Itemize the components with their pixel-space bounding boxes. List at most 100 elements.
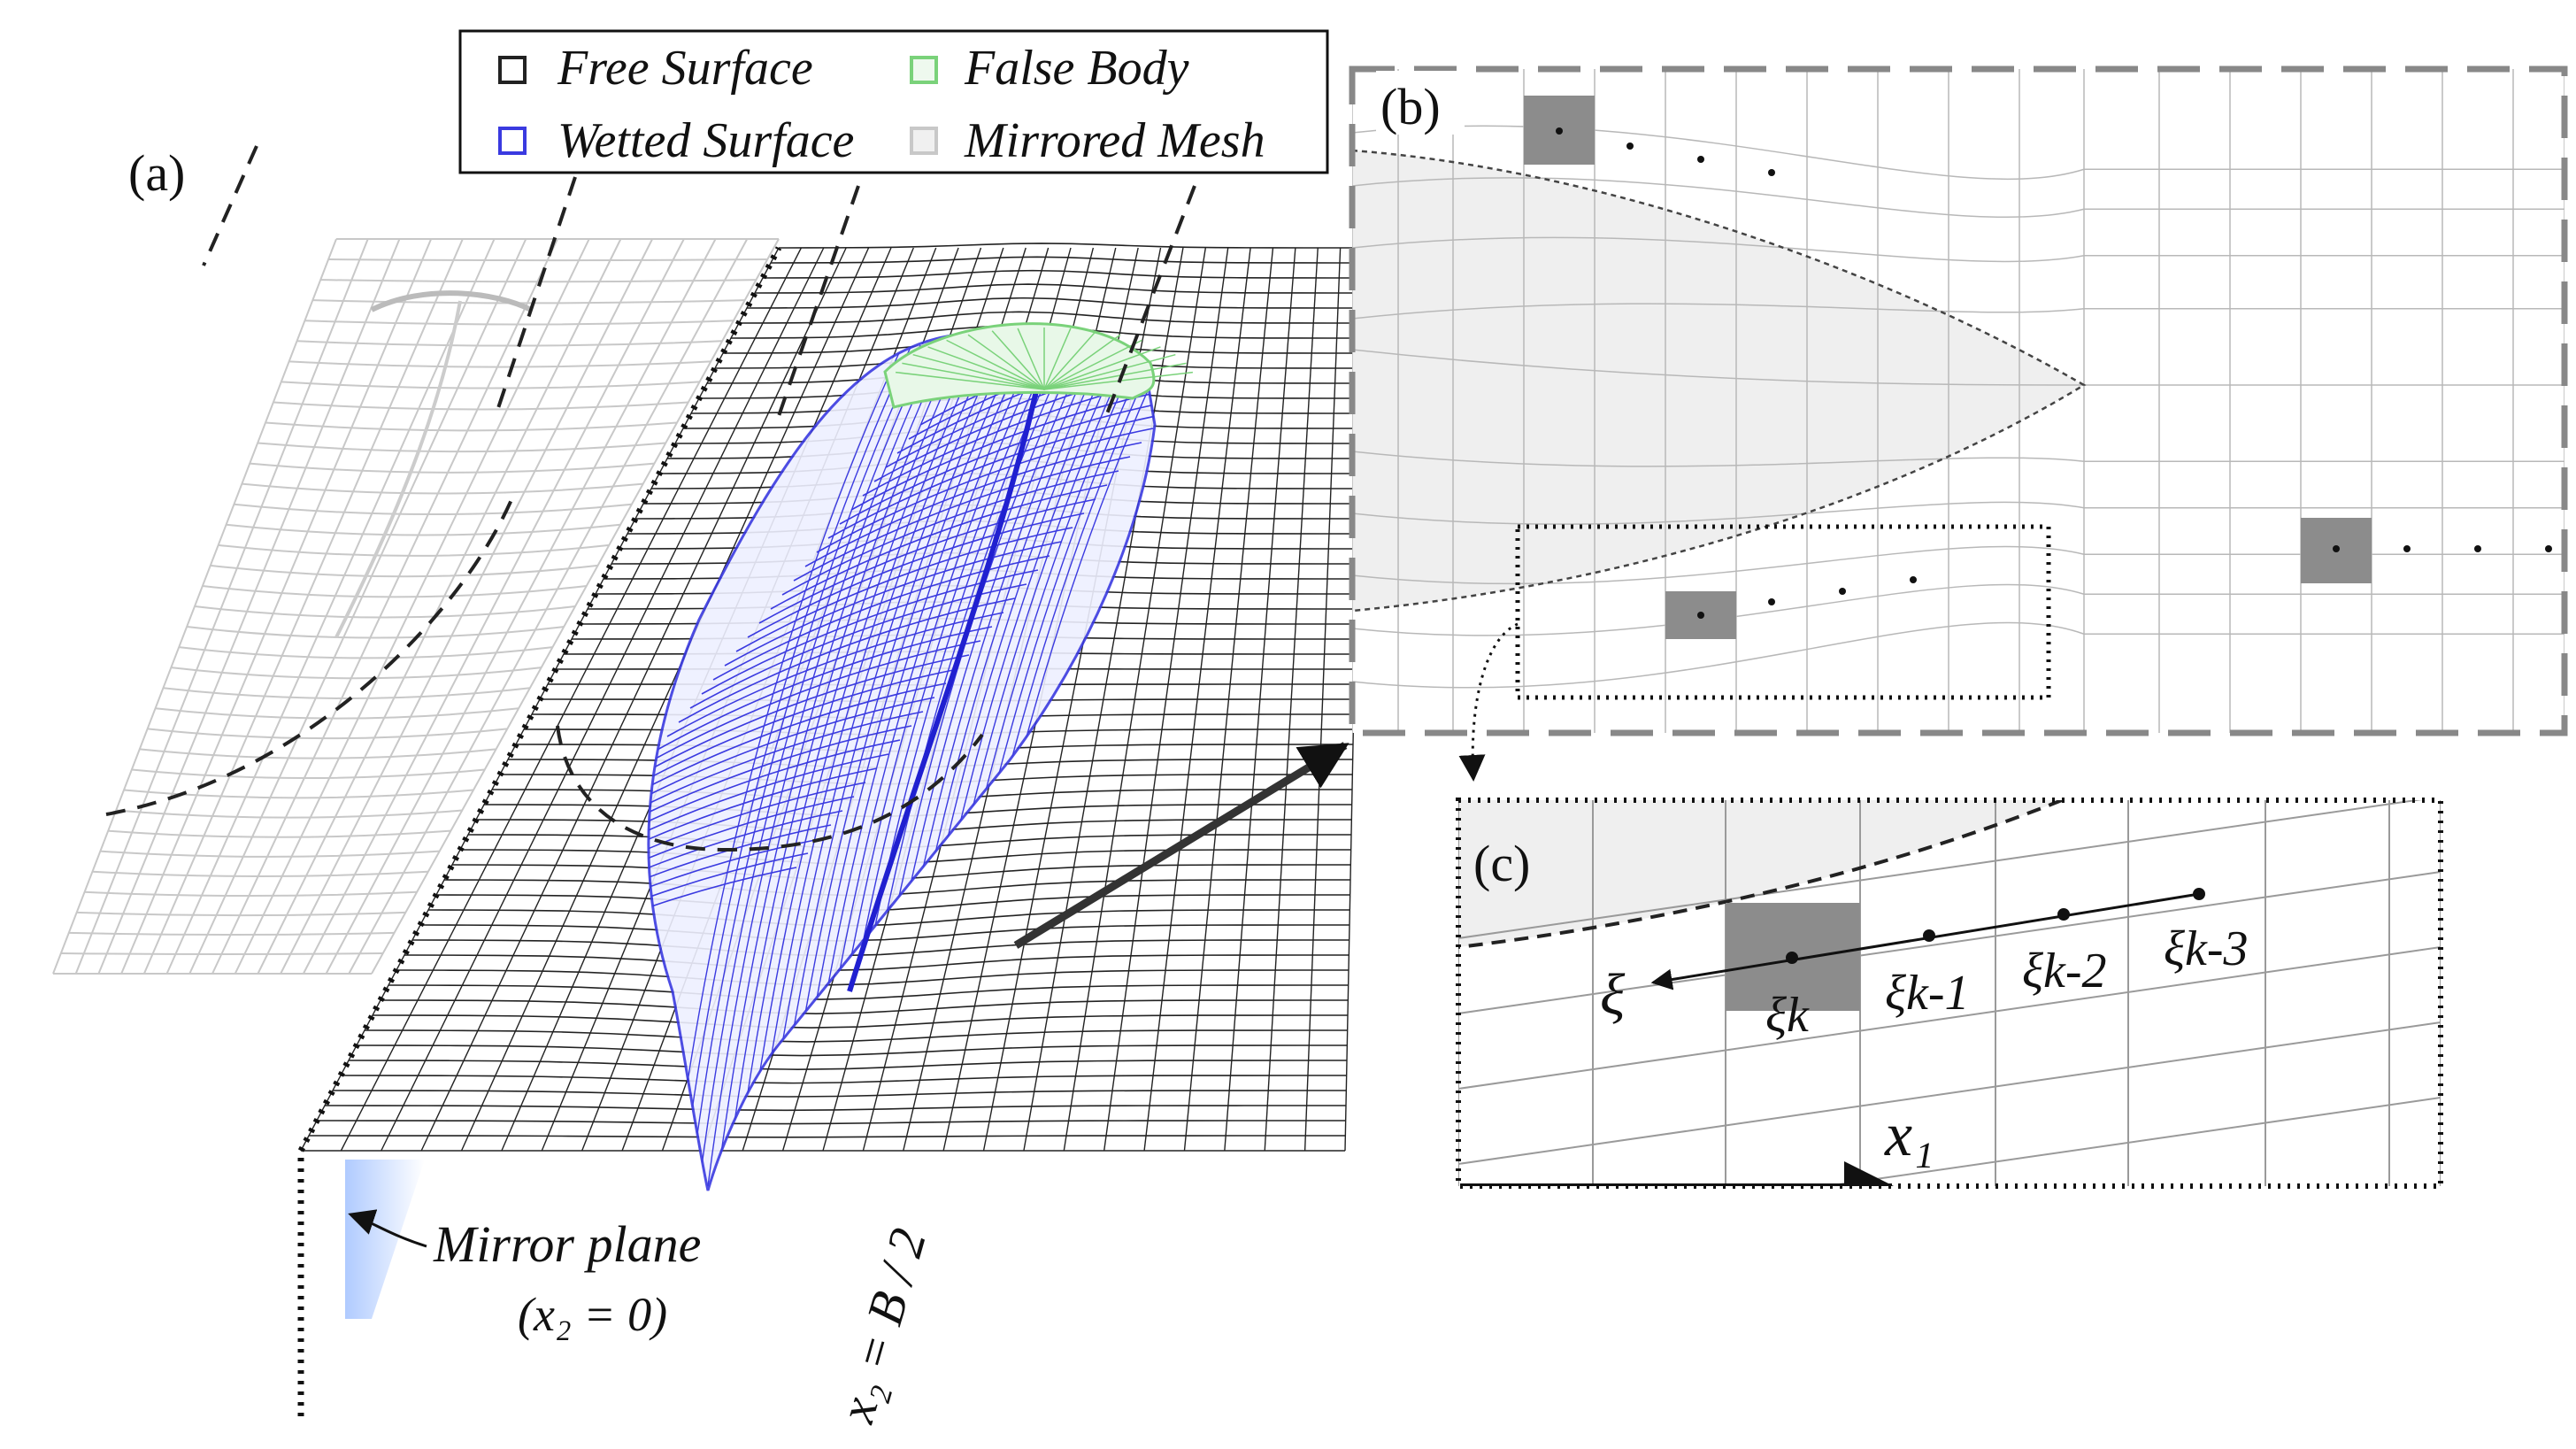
legend-item-false-body: False Body <box>910 41 1189 96</box>
mirrored-mesh-line <box>188 238 527 975</box>
free-surface-line <box>754 283 1363 294</box>
legend-swatch-mirrored-mesh <box>910 127 938 155</box>
mirrored-mesh-line <box>123 789 474 799</box>
panel-c-label: (c) <box>1473 835 1530 892</box>
grid-line-b <box>1352 451 2564 467</box>
mirrored-mesh-line <box>234 238 590 975</box>
mirrored-mesh-line <box>120 238 433 975</box>
grid-line-b <box>1352 349 2564 386</box>
wetted-surface-line <box>698 344 930 1187</box>
mirrored-mesh-line <box>312 299 745 304</box>
wetted-surface-line <box>827 413 1155 539</box>
wetted-surface-line <box>648 753 889 879</box>
mirrored-mesh-line <box>211 238 558 975</box>
mirrored-mesh-line <box>52 238 337 975</box>
wetted-surface-line <box>648 824 832 950</box>
false-body-line <box>896 371 1045 390</box>
mirrored-mesh-line <box>76 911 406 917</box>
mirror-plane-line <box>297 246 782 1416</box>
mirrored-mesh-line <box>100 850 440 858</box>
wetted-surface-line <box>747 513 1085 638</box>
mirrored-mesh-line <box>84 890 418 898</box>
free-surface-line <box>388 984 1349 1000</box>
wetted-surface-line <box>672 344 904 1187</box>
false-body-line <box>927 346 1045 390</box>
legend-item-mirrored-mesh: Mirrored Mesh <box>910 113 1265 168</box>
free-surface-line <box>332 1090 1347 1098</box>
panel-c-frame <box>1456 798 2443 1189</box>
wetted-surface-line <box>655 626 993 751</box>
free-surface-line <box>460 247 870 1152</box>
zoom-box-c <box>1515 524 2051 700</box>
legend-item-free-surface: Free Surface <box>498 41 813 96</box>
keel-line <box>847 353 1047 992</box>
false-body-line <box>967 334 1045 390</box>
mirrored-mesh-line <box>304 320 734 326</box>
panel-b-label-bg <box>1376 71 1465 135</box>
wetted-surface-line <box>648 838 820 964</box>
legend-box <box>458 29 1329 174</box>
false-body-line <box>912 353 1045 390</box>
grid-line-b <box>1352 236 2564 263</box>
wetted-surface-line <box>648 782 866 907</box>
wetted-surface-line <box>681 344 912 1187</box>
free-surface-line <box>427 909 1350 927</box>
free-surface-line <box>738 311 1362 324</box>
legend: Free Surface False Body Wetted Surface M… <box>458 29 1329 174</box>
wetted-surface-line <box>666 612 1004 737</box>
wetted-surface-line <box>648 725 912 851</box>
wetted-surface-line <box>742 344 974 1187</box>
wetted-surface-line <box>751 344 983 1187</box>
grid-line-b <box>1352 125 2564 181</box>
false-body-line <box>1043 339 1142 390</box>
legend-label-free-surface: Free Surface <box>557 41 813 96</box>
mirrored-mesh-line <box>139 748 496 759</box>
free-surface-line <box>435 894 1350 912</box>
grid-line-b <box>1352 583 2564 636</box>
wetted-surface-line <box>712 555 1050 681</box>
mirrored-mesh-line <box>258 442 666 453</box>
mirrored-mesh-line <box>165 238 496 975</box>
false-body-line <box>902 362 1045 390</box>
free-surface-line <box>778 243 1364 249</box>
free-surface-line <box>1303 247 1342 1152</box>
false-body-line <box>946 339 1045 390</box>
free-surface-line <box>411 939 1350 957</box>
grid-line-c <box>1820 1097 2441 1186</box>
free-surface-line <box>364 1029 1348 1043</box>
mirrored-mesh-line <box>296 340 723 347</box>
legend-label-mirrored-mesh: Mirrored Mesh <box>964 113 1265 168</box>
mirrored-mesh-line <box>348 238 749 975</box>
reference-dashes <box>105 145 1196 852</box>
free-surface-line <box>1224 247 1296 1152</box>
mirrored-mesh-line <box>155 707 519 720</box>
mirrored-trough <box>370 290 533 312</box>
stencil-dots-b <box>1556 127 2552 619</box>
panel-c: (c) ξ ξk ξk-1 ξk-2 ξk-3 x₁ <box>1456 798 2443 1189</box>
panel-b: (b) <box>1349 66 2568 736</box>
free-surface-line <box>420 247 847 1152</box>
mirror-plane-label: Mirror plane <box>433 1215 701 1273</box>
wetted-surface-line <box>648 810 843 936</box>
false-body-line <box>991 330 1045 390</box>
wetted-surface-line <box>648 697 935 822</box>
grid-line-b <box>1352 177 2564 219</box>
zoom-arrow <box>1013 742 1350 949</box>
free-surface-line <box>419 924 1350 942</box>
panel-a-label: (a) <box>128 144 185 202</box>
false-body-line <box>1043 334 1121 390</box>
wetted-surface-line <box>648 711 924 836</box>
free-surface-line <box>348 1060 1347 1070</box>
wetted-surface-line <box>648 796 855 921</box>
wetted-surface-line <box>873 357 1155 482</box>
false-body-line <box>1043 328 1072 390</box>
mirrored-mesh-line <box>74 238 369 975</box>
wetted-surface-line <box>648 852 809 978</box>
panel-a: (a) Mirror plane (x₂ = 0) x₂ = B / 2 <box>52 144 1364 1430</box>
free-surface-line <box>324 1105 1346 1112</box>
free-surface-line <box>340 1075 1347 1084</box>
body-outline-c <box>1458 800 2063 949</box>
mirrored-mesh <box>52 237 780 975</box>
wetted-surface-line <box>734 344 965 1187</box>
free-surface-line <box>1143 247 1251 1152</box>
